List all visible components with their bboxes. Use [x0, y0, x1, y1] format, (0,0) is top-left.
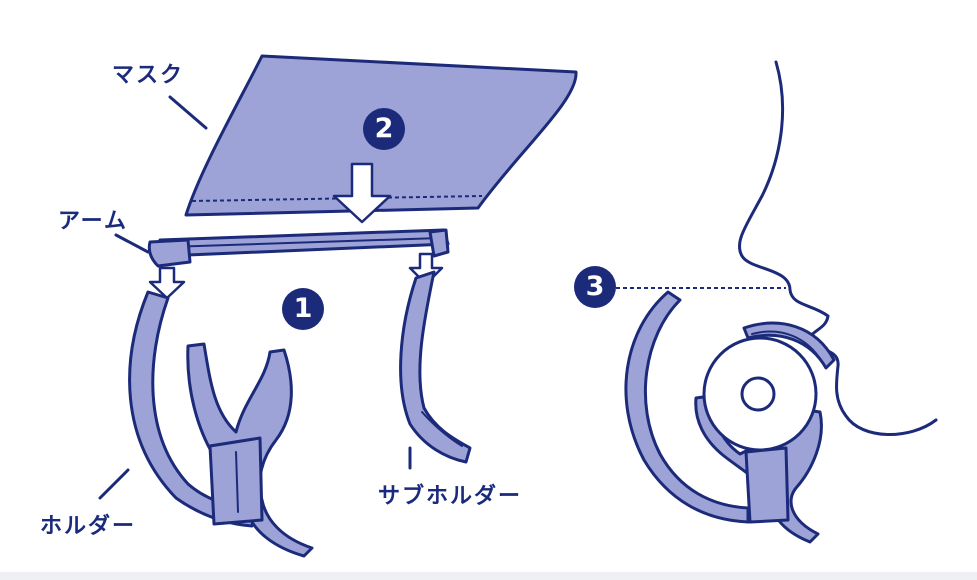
arm-label: アーム — [58, 209, 129, 234]
left-down-arrow — [148, 266, 186, 300]
subholder-label: サブホルダー — [378, 484, 523, 509]
face-profile — [737, 60, 938, 436]
insert-arrow — [332, 162, 392, 224]
mask-leader-line — [168, 95, 208, 130]
subholder-body — [399, 270, 472, 464]
side-mask-strip — [742, 321, 836, 370]
holder-outer-arc — [128, 290, 256, 528]
side-cartridge-hole — [740, 376, 776, 412]
subholder-tip-slot — [421, 411, 463, 447]
arm-right-clip — [428, 228, 450, 258]
holder-leader-line — [98, 468, 130, 500]
step-1-badge: 1 — [282, 288, 324, 330]
step-3-badge: 3 — [574, 266, 616, 308]
side-holder-arc — [624, 290, 750, 524]
holder-base-slot — [235, 451, 239, 513]
bottom-band — [0, 572, 977, 580]
mask-label: マスク — [112, 63, 185, 88]
holder-label: ホルダー — [40, 514, 137, 539]
arm-left-clip — [147, 238, 192, 268]
arm-groove — [167, 237, 441, 248]
arm-leader-line — [114, 233, 150, 254]
step-2-badge: 2 — [363, 108, 405, 150]
side-mask-inner — [751, 330, 823, 363]
side-holder-base — [744, 446, 790, 524]
mask-fold-line — [191, 195, 483, 202]
